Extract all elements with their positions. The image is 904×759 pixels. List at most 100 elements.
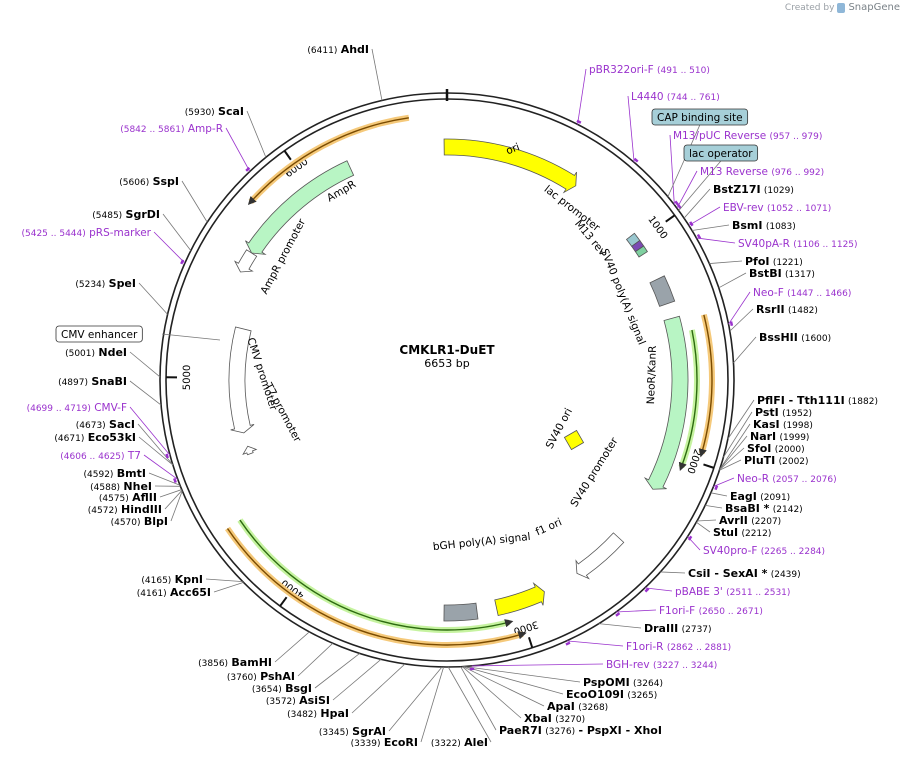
site-bamhi[interactable]: (3856) BamHI: [198, 656, 272, 669]
neor-arrow: [643, 315, 689, 490]
feature-box-frame: [55, 325, 143, 343]
primer-m13-reverse[interactable]: M13 Reverse (976 .. 992): [700, 166, 824, 178]
primer-f1ori-r[interactable]: F1ori-R (2862 .. 2881): [626, 641, 731, 653]
site-asisi[interactable]: (3572) AsiSI: [266, 694, 330, 707]
site-pspomi[interactable]: PspOMI (3264): [583, 676, 663, 689]
site-bmti[interactable]: (4592) BmtI: [84, 467, 146, 480]
site-alei[interactable]: (3322) AleI: [431, 736, 488, 749]
site-hpai[interactable]: (3482) HpaI: [287, 707, 349, 720]
site-bsmi[interactable]: BsmI (1083): [732, 219, 796, 232]
position-label: (2511 .. 2531): [726, 588, 790, 598]
site-pflfi-tth111i[interactable]: PflFI - Tth111I (1882): [757, 394, 878, 407]
name-label: KasI: [753, 418, 780, 431]
svg-text:DraIII (2737): DraIII (2737): [644, 622, 712, 635]
feature-box-lac-operator[interactable]: lac operator: [683, 144, 759, 162]
site-apai[interactable]: ApaI (3268): [547, 700, 608, 713]
primer-neo-f[interactable]: Neo-F (1447 .. 1466): [753, 287, 851, 299]
position-label: (3270): [555, 715, 585, 725]
site-acc65i[interactable]: (4161) Acc65I: [137, 586, 211, 599]
site-ahdi[interactable]: (6411) AhdI: [307, 43, 369, 56]
site-nhei[interactable]: (4588) NheI: [90, 480, 152, 493]
site-saci[interactable]: (4673) SacI: [76, 418, 135, 431]
site-kasi[interactable]: KasI (1998): [753, 418, 813, 431]
site-snabi[interactable]: (4897) SnaBI: [58, 375, 127, 388]
site-paer7i[interactable]: PaeR7I (3276) - PspXI - XhoI: [499, 724, 662, 737]
site-ecori[interactable]: (3339) EcoRI: [351, 736, 418, 749]
site-spei[interactable]: (5234) SpeI: [75, 277, 136, 290]
site-draiii[interactable]: DraIII (2737): [644, 622, 712, 635]
site-ndei[interactable]: (5001) NdeI: [65, 346, 127, 359]
primer-m13-puc-reverse[interactable]: M13/pUC Reverse (957 .. 979): [673, 130, 822, 142]
position-label: (3345): [319, 728, 349, 738]
primer-mark: [180, 259, 185, 265]
name-label: PluTI: [744, 454, 775, 467]
primer-f1ori-f[interactable]: F1ori-F (2650 .. 2671): [659, 605, 763, 617]
site-bsabi[interactable]: BsaBI * (2142): [725, 502, 803, 515]
site-pluti[interactable]: PluTI (2002): [744, 454, 809, 467]
primer-prs-marker[interactable]: (5425 .. 5444) pRS-marker: [21, 227, 151, 239]
svg-text:(3345) SgrAI: (3345) SgrAI: [319, 725, 386, 738]
svg-text:BGH-rev (3227 .. 3244): BGH-rev (3227 .. 3244): [606, 659, 717, 671]
site-pfoi[interactable]: PfoI (1221): [745, 255, 803, 268]
feature-box-cap-binding-site[interactable]: CAP binding site: [651, 108, 749, 126]
site-blpi[interactable]: (4570) BlpI: [111, 515, 168, 528]
primer-amp-r[interactable]: (5842 .. 5861) Amp-R: [120, 123, 223, 135]
site-kpni[interactable]: (4165) KpnI: [141, 573, 203, 586]
site-ecoo109i[interactable]: EcoO109I (3265): [566, 688, 657, 701]
site-bstz17i[interactable]: BstZ17I (1029): [713, 183, 794, 196]
site-csii-sexai[interactable]: CsiI - SexAI * (2439): [688, 567, 801, 580]
site-rsrii[interactable]: RsrII (1482): [756, 303, 818, 316]
primer-mark: [615, 612, 621, 617]
svg-text:StuI (2212): StuI (2212): [713, 526, 771, 539]
primer-bgh-rev[interactable]: BGH-rev (3227 .. 3244): [606, 659, 717, 671]
site-pshai[interactable]: (3760) PshAI: [227, 670, 295, 683]
site-hindiii[interactable]: (4572) HindIII: [88, 503, 162, 516]
site-avrii[interactable]: AvrII (2207): [719, 514, 781, 527]
svg-text:SV40pro-F (2265 .. 2284): SV40pro-F (2265 .. 2284): [703, 545, 825, 557]
site-bsgi[interactable]: (3654) BsgI: [252, 682, 312, 695]
primer-pbabe-3[interactable]: pBABE 3' (2511 .. 2531): [675, 586, 790, 598]
primer-sv40pa-r[interactable]: SV40pA-R (1106 .. 1125): [738, 238, 858, 250]
position-label: (4592): [84, 470, 114, 480]
site-xbai[interactable]: XbaI (3270): [524, 712, 585, 725]
site-eagi[interactable]: EagI (2091): [730, 490, 790, 503]
position-label: (3268): [578, 703, 608, 713]
position-label: (1447 .. 1466): [787, 289, 851, 299]
feature-box-cmv-enhancer[interactable]: CMV enhancer: [55, 325, 143, 343]
primer-mark: [677, 203, 682, 209]
position-label: (4572): [88, 506, 118, 516]
name-label: F1ori-R: [626, 641, 663, 653]
site-aflii[interactable]: (4575) AflII: [99, 491, 157, 504]
position-label: (3572): [266, 697, 296, 707]
site-bsshii[interactable]: BssHII (1600): [759, 331, 831, 344]
primer-ebv-rev[interactable]: EBV-rev (1052 .. 1071): [723, 202, 831, 214]
site-sspi[interactable]: (5606) SspI: [119, 175, 179, 188]
name-label: Amp-R: [188, 123, 223, 135]
primer-t7[interactable]: (4606 .. 4625) T7: [60, 450, 141, 462]
site-nari[interactable]: NarI (1999): [750, 430, 809, 443]
svg-text:SfoI (2000): SfoI (2000): [747, 442, 805, 455]
primer-pbr322ori-f[interactable]: pBR322ori-F (491 .. 510): [589, 64, 710, 76]
svg-text:EBV-rev (1052 .. 1071): EBV-rev (1052 .. 1071): [723, 202, 831, 214]
primer-neo-r[interactable]: Neo-R (2057 .. 2076): [737, 473, 837, 485]
leader-line: [162, 213, 192, 251]
site-psti[interactable]: PstI (1952): [755, 406, 812, 419]
site-scai[interactable]: (5930) ScaI: [185, 105, 244, 118]
site-bstbi[interactable]: BstBI (1317): [749, 267, 815, 280]
leader-line: [129, 406, 171, 456]
site-eco53ki[interactable]: (4671) Eco53kI: [54, 431, 136, 444]
site-stui[interactable]: StuI (2212): [713, 526, 771, 539]
position-label: (976 .. 992): [771, 168, 824, 178]
site-sgrdi[interactable]: (5485) SgrDI: [92, 208, 160, 221]
name-label: CMV-F: [94, 402, 127, 414]
primer-l4440[interactable]: L4440 (744 .. 761): [631, 91, 720, 103]
site-sfoi[interactable]: SfoI (2000): [747, 442, 805, 455]
primer-sv40pro-f[interactable]: SV40pro-F (2265 .. 2284): [703, 545, 825, 557]
primer-cmv-f[interactable]: (4699 .. 4719) CMV-F: [27, 402, 127, 414]
position-label: (1482): [788, 306, 818, 316]
leader-line: [713, 477, 735, 487]
primer-mark: [696, 233, 702, 239]
feature-label-t7-promoter: T7 promoter: [262, 380, 304, 445]
svg-text:F1ori-F (2650 .. 2671): F1ori-F (2650 .. 2671): [659, 605, 763, 617]
site-sgrai[interactable]: (3345) SgrAI: [319, 725, 386, 738]
